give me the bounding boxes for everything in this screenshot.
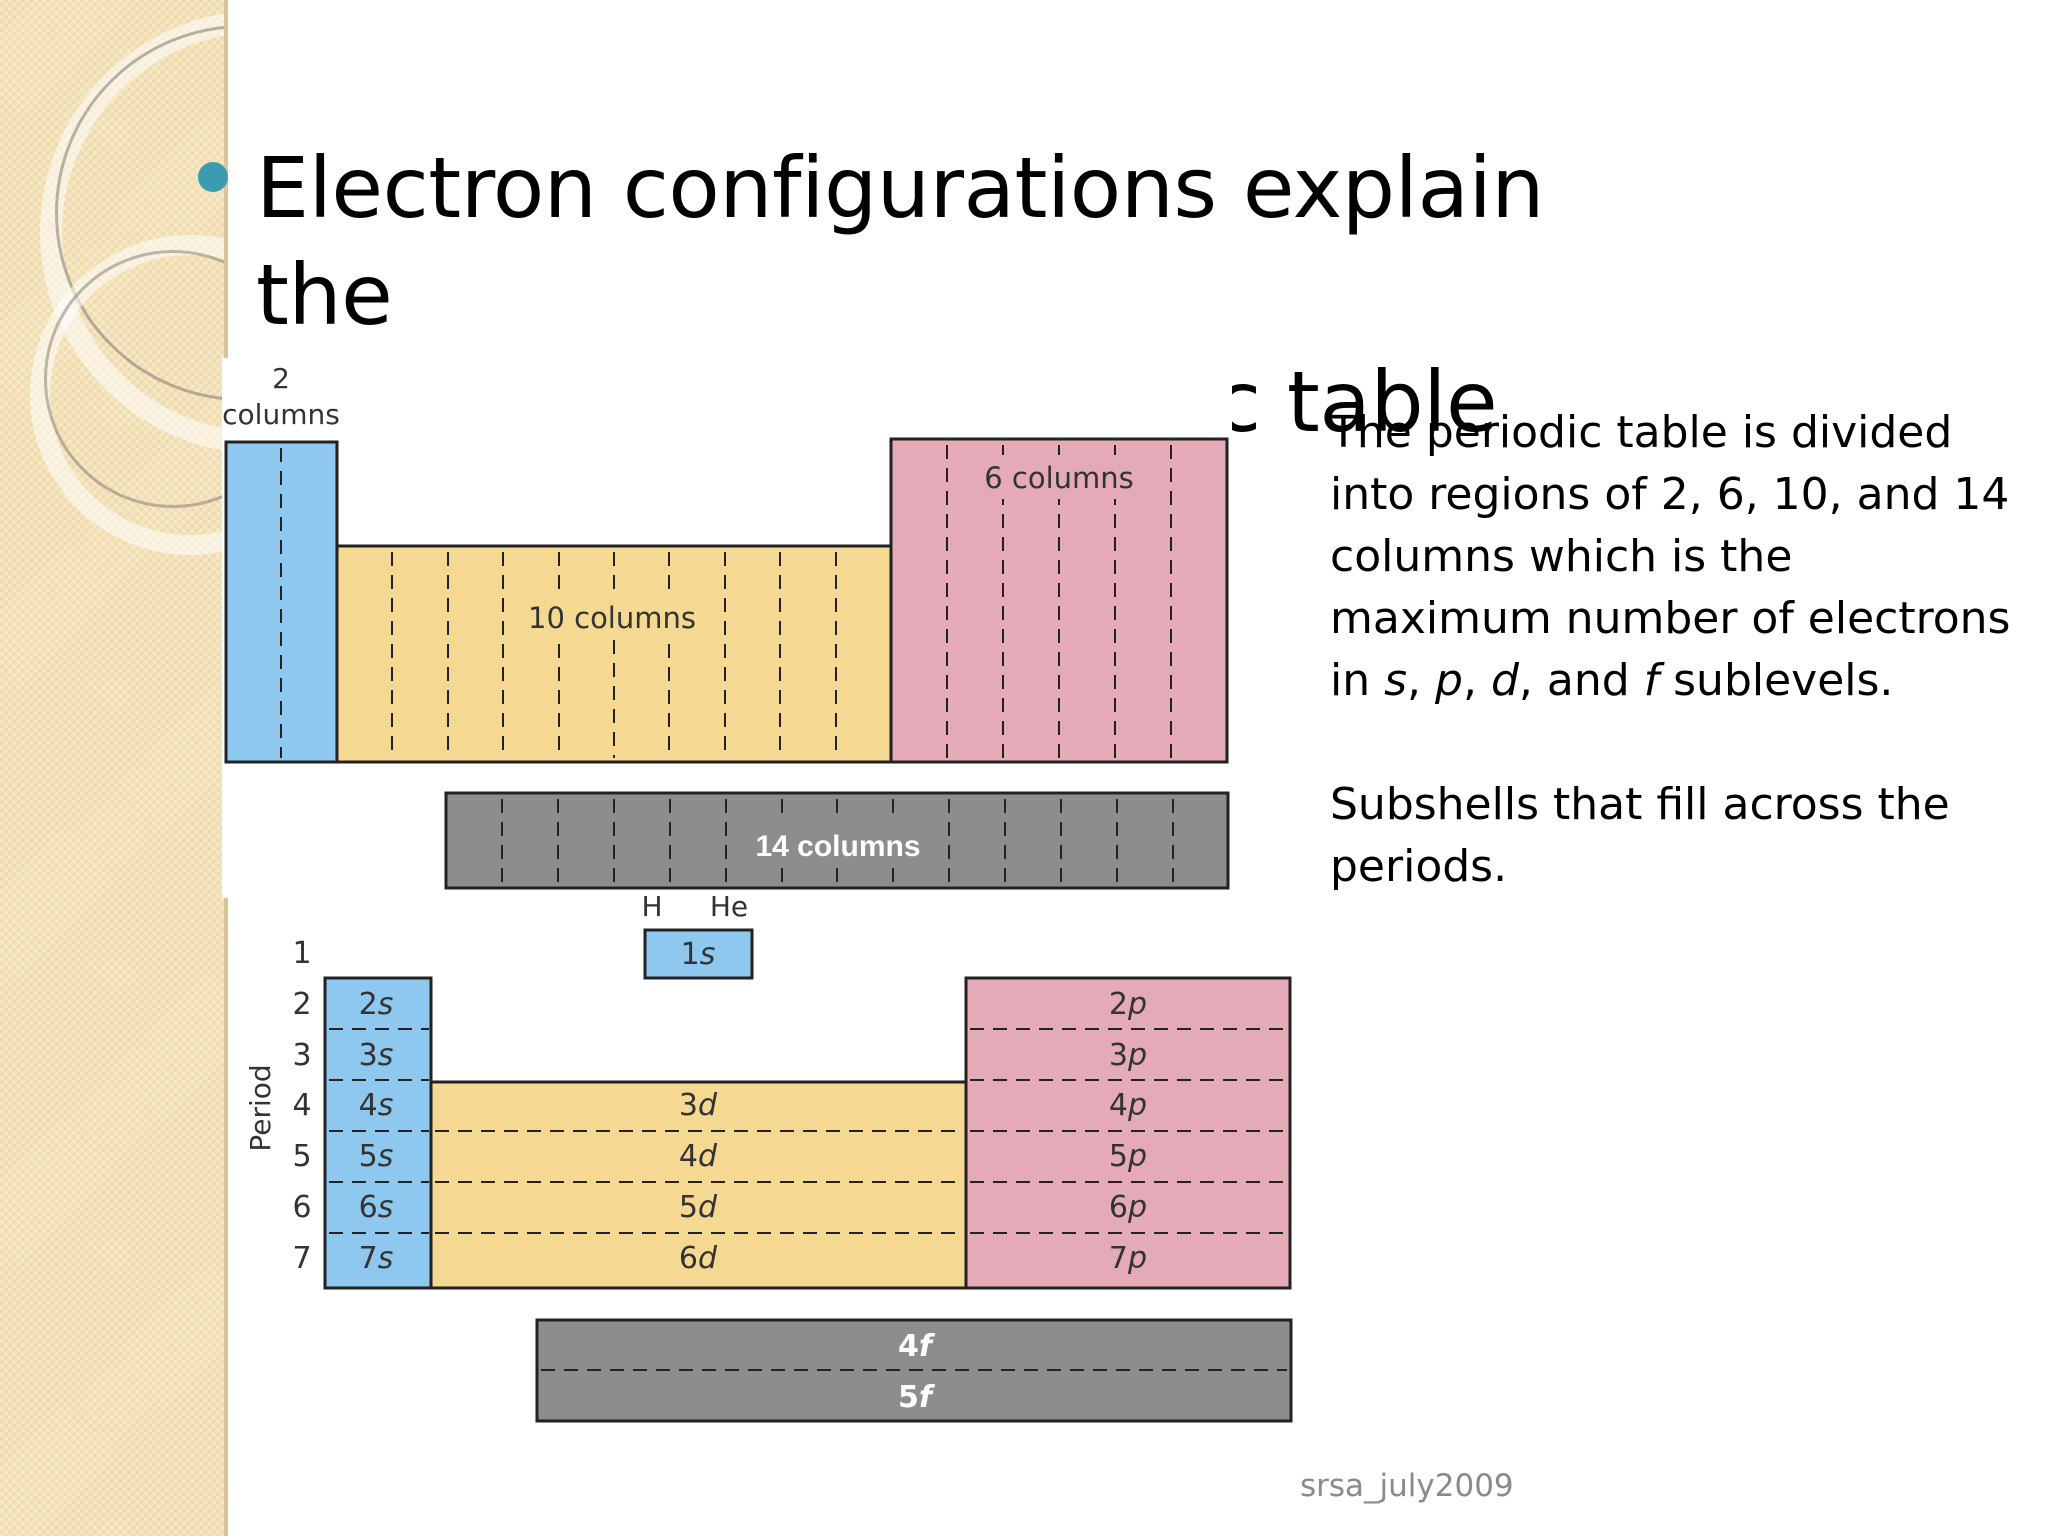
subshell-label: 2s: [359, 987, 394, 1022]
subshell-label: 2p: [1109, 987, 1147, 1022]
s-subshell-labels: 2s 3s 4s 5s 6s 7s: [359, 987, 394, 1276]
f-block-label: 14 columns: [755, 830, 920, 863]
footer-credit: srsa_july2009: [1300, 1468, 1514, 1504]
subshell-label: 3d: [679, 1088, 718, 1123]
explanation-text: The periodic table is divided into regio…: [1330, 402, 2030, 898]
p-label-bg: [980, 455, 1136, 499]
period-number: 7: [292, 1241, 311, 1276]
decorative-side-strip: [0, 0, 228, 1536]
subshell-label: 6d: [679, 1241, 718, 1276]
subshell-label: 3s: [359, 1038, 394, 1073]
subshell-label: 4d: [679, 1139, 718, 1174]
d-block-dividers: [391, 552, 837, 758]
subshell-label: 4p: [1109, 1088, 1147, 1123]
p-row-dividers: [970, 1028, 1286, 1234]
subshell-note-line: periods.: [1330, 841, 1508, 892]
period-number: 2: [292, 987, 311, 1022]
subshell-label: 5p: [1109, 1139, 1147, 1174]
explanation-line: columns which is the: [1330, 531, 1793, 582]
d-subshell-block: [429, 1080, 968, 1290]
period-number: 4: [292, 1088, 311, 1123]
subshell-label: 5s: [359, 1139, 394, 1174]
f-label-bg: [752, 822, 924, 866]
explanation-line: into regions of 2, 6, 10, and 14: [1330, 469, 2010, 520]
d-block-label: 10 columns: [528, 601, 696, 635]
d-row-dividers: [435, 1130, 962, 1234]
period-number: 6: [292, 1190, 311, 1225]
helium-label: He: [710, 890, 748, 923]
d-label-bg: [520, 596, 708, 640]
title-bullet: [198, 162, 228, 192]
period-numbers: 1 2 3 4 5 6 7: [292, 936, 311, 1276]
period-axis-label: Period: [244, 1064, 277, 1151]
subshell-label: 7s: [359, 1241, 394, 1276]
d-subshell-labels: 3d 4d 5d 6d: [679, 1088, 718, 1276]
subshell-label: 5d: [679, 1190, 718, 1225]
subshell-label: 3p: [1109, 1038, 1147, 1073]
subshell-note-line: Subshells that fill across the: [1330, 779, 1950, 830]
subshell-label: 5f: [898, 1380, 936, 1415]
period-number: 5: [292, 1139, 311, 1174]
period-number: 1: [292, 936, 311, 971]
subshell-label: 6s: [359, 1190, 394, 1225]
s-block-label-number: 2: [272, 362, 290, 395]
f-subshell-labels: 4f 5f: [898, 1329, 936, 1415]
explanation-line: The periodic table is divided: [1330, 407, 1953, 458]
s-row-dividers: [329, 1028, 429, 1234]
s-block-label-word: columns: [222, 398, 340, 431]
subshell-label: 6p: [1109, 1190, 1147, 1225]
subshell-1s-label: 1s: [681, 937, 716, 972]
f-block-dividers: [501, 799, 1174, 882]
subshell-label: 7p: [1109, 1241, 1147, 1276]
subshell-1s-cell: [643, 928, 754, 980]
p-block-label: 6 columns: [984, 461, 1134, 495]
explanation-line: maximum number of electrons: [1330, 593, 2011, 644]
p-subshell-labels: 2p 3p 4p 5p 6p 7p: [1109, 987, 1147, 1276]
period-number: 3: [292, 1038, 311, 1073]
hydrogen-label: H: [641, 890, 662, 923]
subshell-label: 4s: [359, 1088, 394, 1123]
title-line-1: Electron configurations explain the: [256, 139, 1545, 344]
subshell-label: 4f: [898, 1329, 936, 1364]
explanation-line-sublevels: in s, p, d, and f sublevels.: [1330, 655, 1894, 706]
